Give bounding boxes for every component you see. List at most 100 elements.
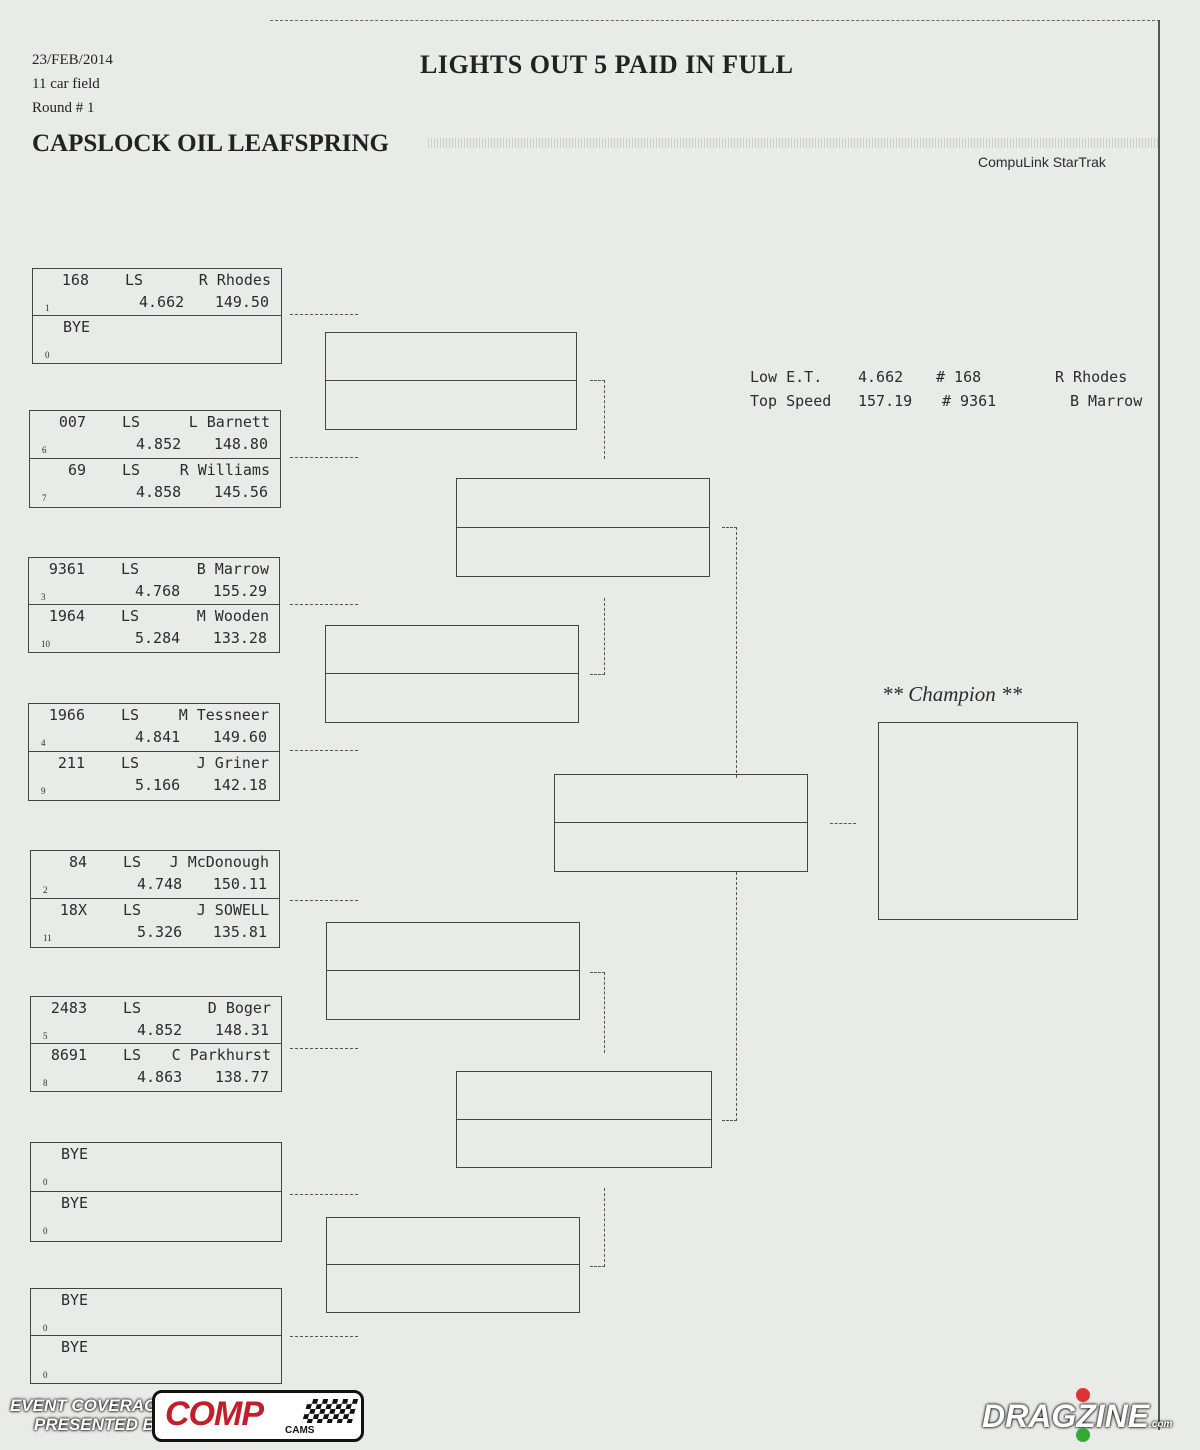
watermark-line1: EVENT COVERAGE — [10, 1396, 169, 1415]
round2-lane-top — [326, 626, 578, 674]
connector — [290, 1336, 358, 1337]
connector — [722, 527, 737, 778]
semifinal-matchup-box — [456, 1071, 712, 1168]
driver-name: L Barnett — [188, 413, 270, 431]
driver-name: R Rhodes — [198, 271, 271, 289]
elapsed-time: 5.166 — [135, 776, 181, 794]
round2-matchup-box — [325, 332, 577, 430]
driver-name: M Wooden — [196, 607, 269, 625]
dragzine-logo: DRAGZINE.com — [982, 1398, 1172, 1435]
speed-mph: 149.50 — [214, 293, 269, 311]
champion-box — [878, 722, 1078, 920]
speed-mph: 148.31 — [214, 1021, 269, 1039]
final-lane-bottom — [555, 823, 807, 871]
low-et-value: 4.662 — [858, 368, 904, 386]
car-number: 168 — [61, 271, 89, 289]
watermark-line2: PRESENTED BY — [34, 1415, 167, 1434]
class-code: LS — [121, 706, 140, 724]
seed-number: 11 — [43, 933, 52, 943]
connector — [290, 900, 358, 901]
entry-slot: BYE 0 — [31, 1143, 281, 1192]
class-code: LS — [123, 853, 142, 871]
comp-cams-logo: COMP CAMS — [152, 1390, 364, 1442]
dragzine-suffix: .com — [1149, 1419, 1173, 1430]
paper-top-edge — [270, 20, 1160, 21]
champion-label: ** Champion ** — [882, 682, 1023, 706]
seed-number: 8 — [43, 1078, 48, 1088]
class-code: LS — [121, 560, 140, 578]
car-number: BYE — [63, 318, 91, 336]
event-coverage-watermark: EVENT COVERAGE PRESENTED BY — [10, 1396, 169, 1434]
speed-mph: 142.18 — [212, 776, 267, 794]
car-number: 1966 — [48, 706, 85, 724]
car-number: BYE — [61, 1194, 89, 1212]
field-size-label: 11 car field — [32, 76, 100, 92]
class-code: LS — [121, 607, 140, 625]
car-number: BYE — [61, 1145, 89, 1163]
car-number: 211 — [57, 754, 85, 772]
semifinal-lane-bottom — [457, 1120, 711, 1168]
low-et-car: # 168 — [936, 368, 982, 386]
software-label: CompuLink StarTrak — [978, 154, 1106, 170]
speed-mph: 133.28 — [212, 629, 267, 647]
elapsed-time: 4.662 — [139, 293, 185, 311]
entry-slot: BYE 0 — [31, 1336, 281, 1383]
elapsed-time: 4.858 — [136, 483, 182, 501]
driver-name: C Parkhurst — [171, 1046, 271, 1064]
final-matchup-box — [554, 774, 808, 872]
class-code: LS — [122, 461, 141, 479]
comp-logo-word: COMP — [165, 1395, 264, 1433]
speed-mph: 138.77 — [214, 1068, 269, 1086]
top-speed-car: # 9361 — [942, 392, 997, 410]
speed-mph: 135.81 — [212, 923, 267, 941]
class-title: CAPSLOCK OIL LEAFSPRING — [32, 130, 390, 157]
elapsed-time: 4.748 — [137, 875, 183, 893]
title-stipple-rule — [428, 138, 1158, 148]
driver-name: D Boger — [207, 999, 271, 1017]
speed-mph: 148.80 — [213, 435, 268, 453]
connector — [830, 823, 856, 824]
elapsed-time: 4.841 — [135, 728, 181, 746]
connector — [290, 314, 358, 315]
car-number: 2483 — [50, 999, 87, 1017]
final-lane-top — [555, 775, 807, 823]
connector — [290, 457, 358, 458]
speed-mph: 149.60 — [212, 728, 267, 746]
dragzine-word: DRAGZINE — [982, 1398, 1150, 1434]
car-number: 9361 — [48, 560, 85, 578]
car-number: 007 — [58, 413, 86, 431]
elapsed-time: 4.852 — [137, 1021, 183, 1039]
top-speed-driver: B Marrow — [1070, 392, 1143, 410]
semifinal-lane-top — [457, 479, 709, 528]
round2-matchup-box — [326, 1217, 580, 1313]
seed-number: 0 — [45, 350, 50, 360]
class-code: LS — [121, 754, 140, 772]
seed-number: 0 — [43, 1370, 48, 1380]
round2-lane-top — [327, 1218, 579, 1265]
round2-matchup-box — [325, 625, 579, 723]
round2-lane-top — [326, 333, 576, 381]
seed-number: 0 — [43, 1177, 48, 1187]
traffic-light-icon — [1076, 1388, 1090, 1402]
elapsed-time: 4.863 — [137, 1068, 183, 1086]
semifinal-matchup-box — [456, 478, 710, 577]
driver-name: M Tessneer — [178, 706, 269, 724]
car-number: BYE — [61, 1338, 89, 1356]
connector — [290, 604, 358, 605]
class-code: LS — [123, 901, 142, 919]
round2-lane-top — [327, 923, 579, 971]
low-et-label: Low E.T. — [750, 368, 823, 386]
round2-matchup-box — [326, 922, 580, 1020]
round2-lane-bottom — [327, 971, 579, 1019]
